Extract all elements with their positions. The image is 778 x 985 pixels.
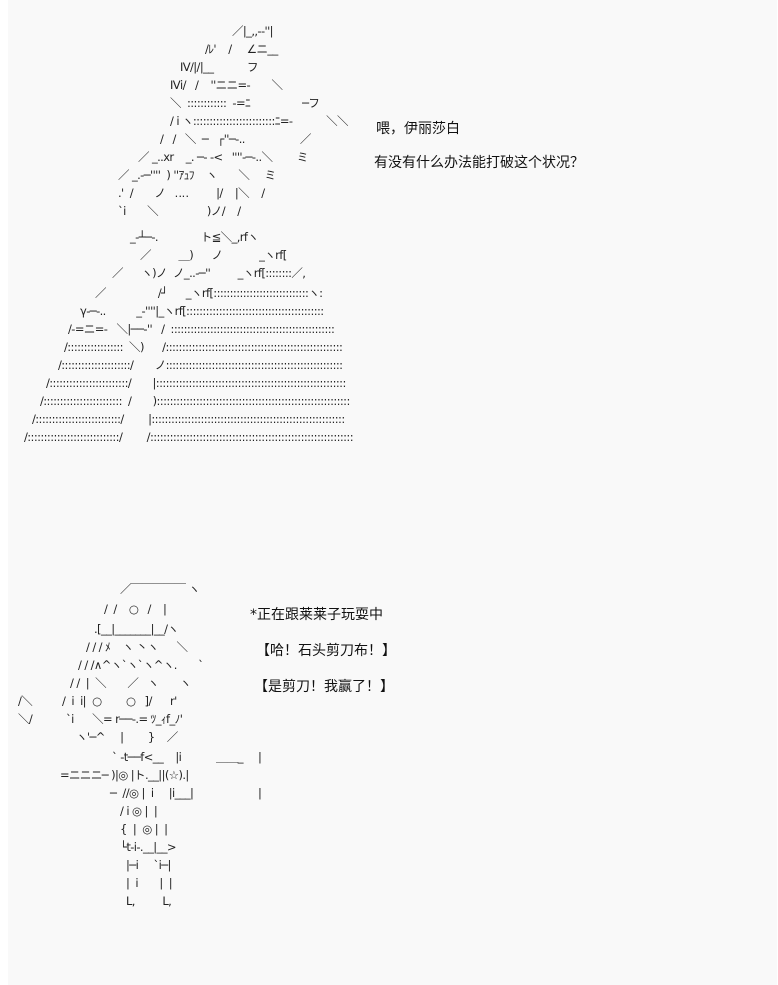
aa-line: ─ //◎ | i |i___| [110, 786, 194, 800]
aa-fragment: ＿＿_ [216, 750, 244, 764]
aa-line: .[__|_______|__/ヽ [94, 622, 179, 636]
aa-line: |─i `i─| [126, 858, 171, 872]
aa-line: `i ＼= r──-.= ﾂ_ｨf_ﾉ' [66, 712, 183, 726]
aa-line: ／ _..xr _. ─- -< ''''-─-..＼ ミ [138, 150, 308, 164]
aa-line: / i i| ○ ○ ]/ r' [62, 694, 177, 708]
aa-line: `i ＼ )ノ/ / [118, 204, 241, 218]
aa-line: /::::::::::::::::::::::::::::/ /::::::::… [24, 430, 354, 444]
aa-line: | i | | [126, 876, 173, 890]
dialogue-line: 【是剪刀！我赢了！】 [254, 679, 394, 695]
aa-line: /:::::::::::::::::::::/ ノ:::::::::::::::… [58, 358, 343, 372]
aa-line: ／ _.-─'''' ) ''ｱｭﾌ ヽ ＼ ミ [118, 168, 276, 182]
aa-line: ＼ :::::::::::: -=ﾆ ─フ [170, 96, 320, 110]
aa-fragment: | [258, 750, 262, 764]
dialogue-line: *正在跟莱莱子玩耍中 [250, 607, 383, 623]
aa-line: / / | ＼ ／ ヽ ヽ [70, 676, 191, 690]
aa-line: /::::::::::::::::::::::::/ |::::::::::::… [46, 376, 346, 390]
aa-line: Ⅳi/ / ''ニニ=- ＼ [170, 78, 283, 92]
aa-line: L, L, [126, 894, 172, 908]
aa-line: / / ○ / | [104, 602, 167, 616]
aa-line: Ⅳ/|/|__ フ [180, 60, 259, 74]
aa-line: ヽ'─^ | } ／ [76, 730, 178, 744]
aa-line: /-=ニ=- ＼|──-'' / :::::::::::::::::::::::… [68, 322, 335, 336]
aa-line: / i ヽ:::::::::::::::::::::::::ﾆ=- ＼＼ [170, 114, 348, 128]
aa-line: _-┴─-. ト≦＼_,rfヽ [130, 230, 259, 244]
aa-line: /::::::::::::::::: ＼) /:::::::::::::::::… [64, 340, 343, 354]
aa-line: / / /∧^ヽ`ヽ`ヽ^ヽ. ` [78, 658, 204, 672]
aa-line: ／ ＿) ノ _ヽrf[ [140, 248, 287, 262]
aa-line: ／ ヽ)ノ ノ_..-─'' _ヽrf[::::::::／, [112, 266, 306, 280]
aa-line: { | ◎ | | [120, 822, 168, 836]
aa-line: =ニニニ─ )|◎ |ト.__||(☆).| [60, 768, 189, 782]
aa-line: ／|_,,--''| [232, 24, 274, 38]
aa-line: /:::::::::::::::::::::::: / ):::::::::::… [40, 394, 350, 408]
aa-line: /ﾚ' / ∠ニ__ [205, 42, 278, 56]
dialogue-line: 有没有什么办法能打破这个状况？ [374, 155, 584, 171]
dialogue-line: 【哈！石头剪刀布！】 [256, 643, 396, 659]
aa-line: ／ /┘ _ヽrf[:::::::::::::::::::::::::::::ヽ… [95, 286, 323, 300]
aa-fragment: ＼/ [18, 712, 33, 726]
aa-fragment: | [258, 786, 262, 800]
aa-line: /::::::::::::::::::::::::::/ |::::::::::… [32, 412, 345, 426]
aa-line: ／￣￣￣￣￣ ヽ [120, 582, 200, 596]
aa-fragment: /＼ [18, 694, 33, 708]
aa-line: γ-─-.. _-''''|_ヽrf[:::::::::::::::::::::… [80, 304, 324, 318]
aa-line: / / / ﾒ ヽ 丶ヽ ＼ [86, 640, 188, 654]
aa-line: └t-i-.__|__> [120, 840, 177, 854]
dialogue-line: 喂，伊丽莎白 [376, 121, 460, 137]
aa-line: .' / ノ ‥‥ |/ |＼ / [118, 186, 265, 200]
aa-line: ` -t──f<__ |i [112, 750, 182, 764]
aa-line: / / ＼ ─ ┌''─-.. ／ [160, 132, 311, 146]
aa-page [8, 0, 777, 985]
aa-line: / i ◎ | | [120, 804, 158, 818]
